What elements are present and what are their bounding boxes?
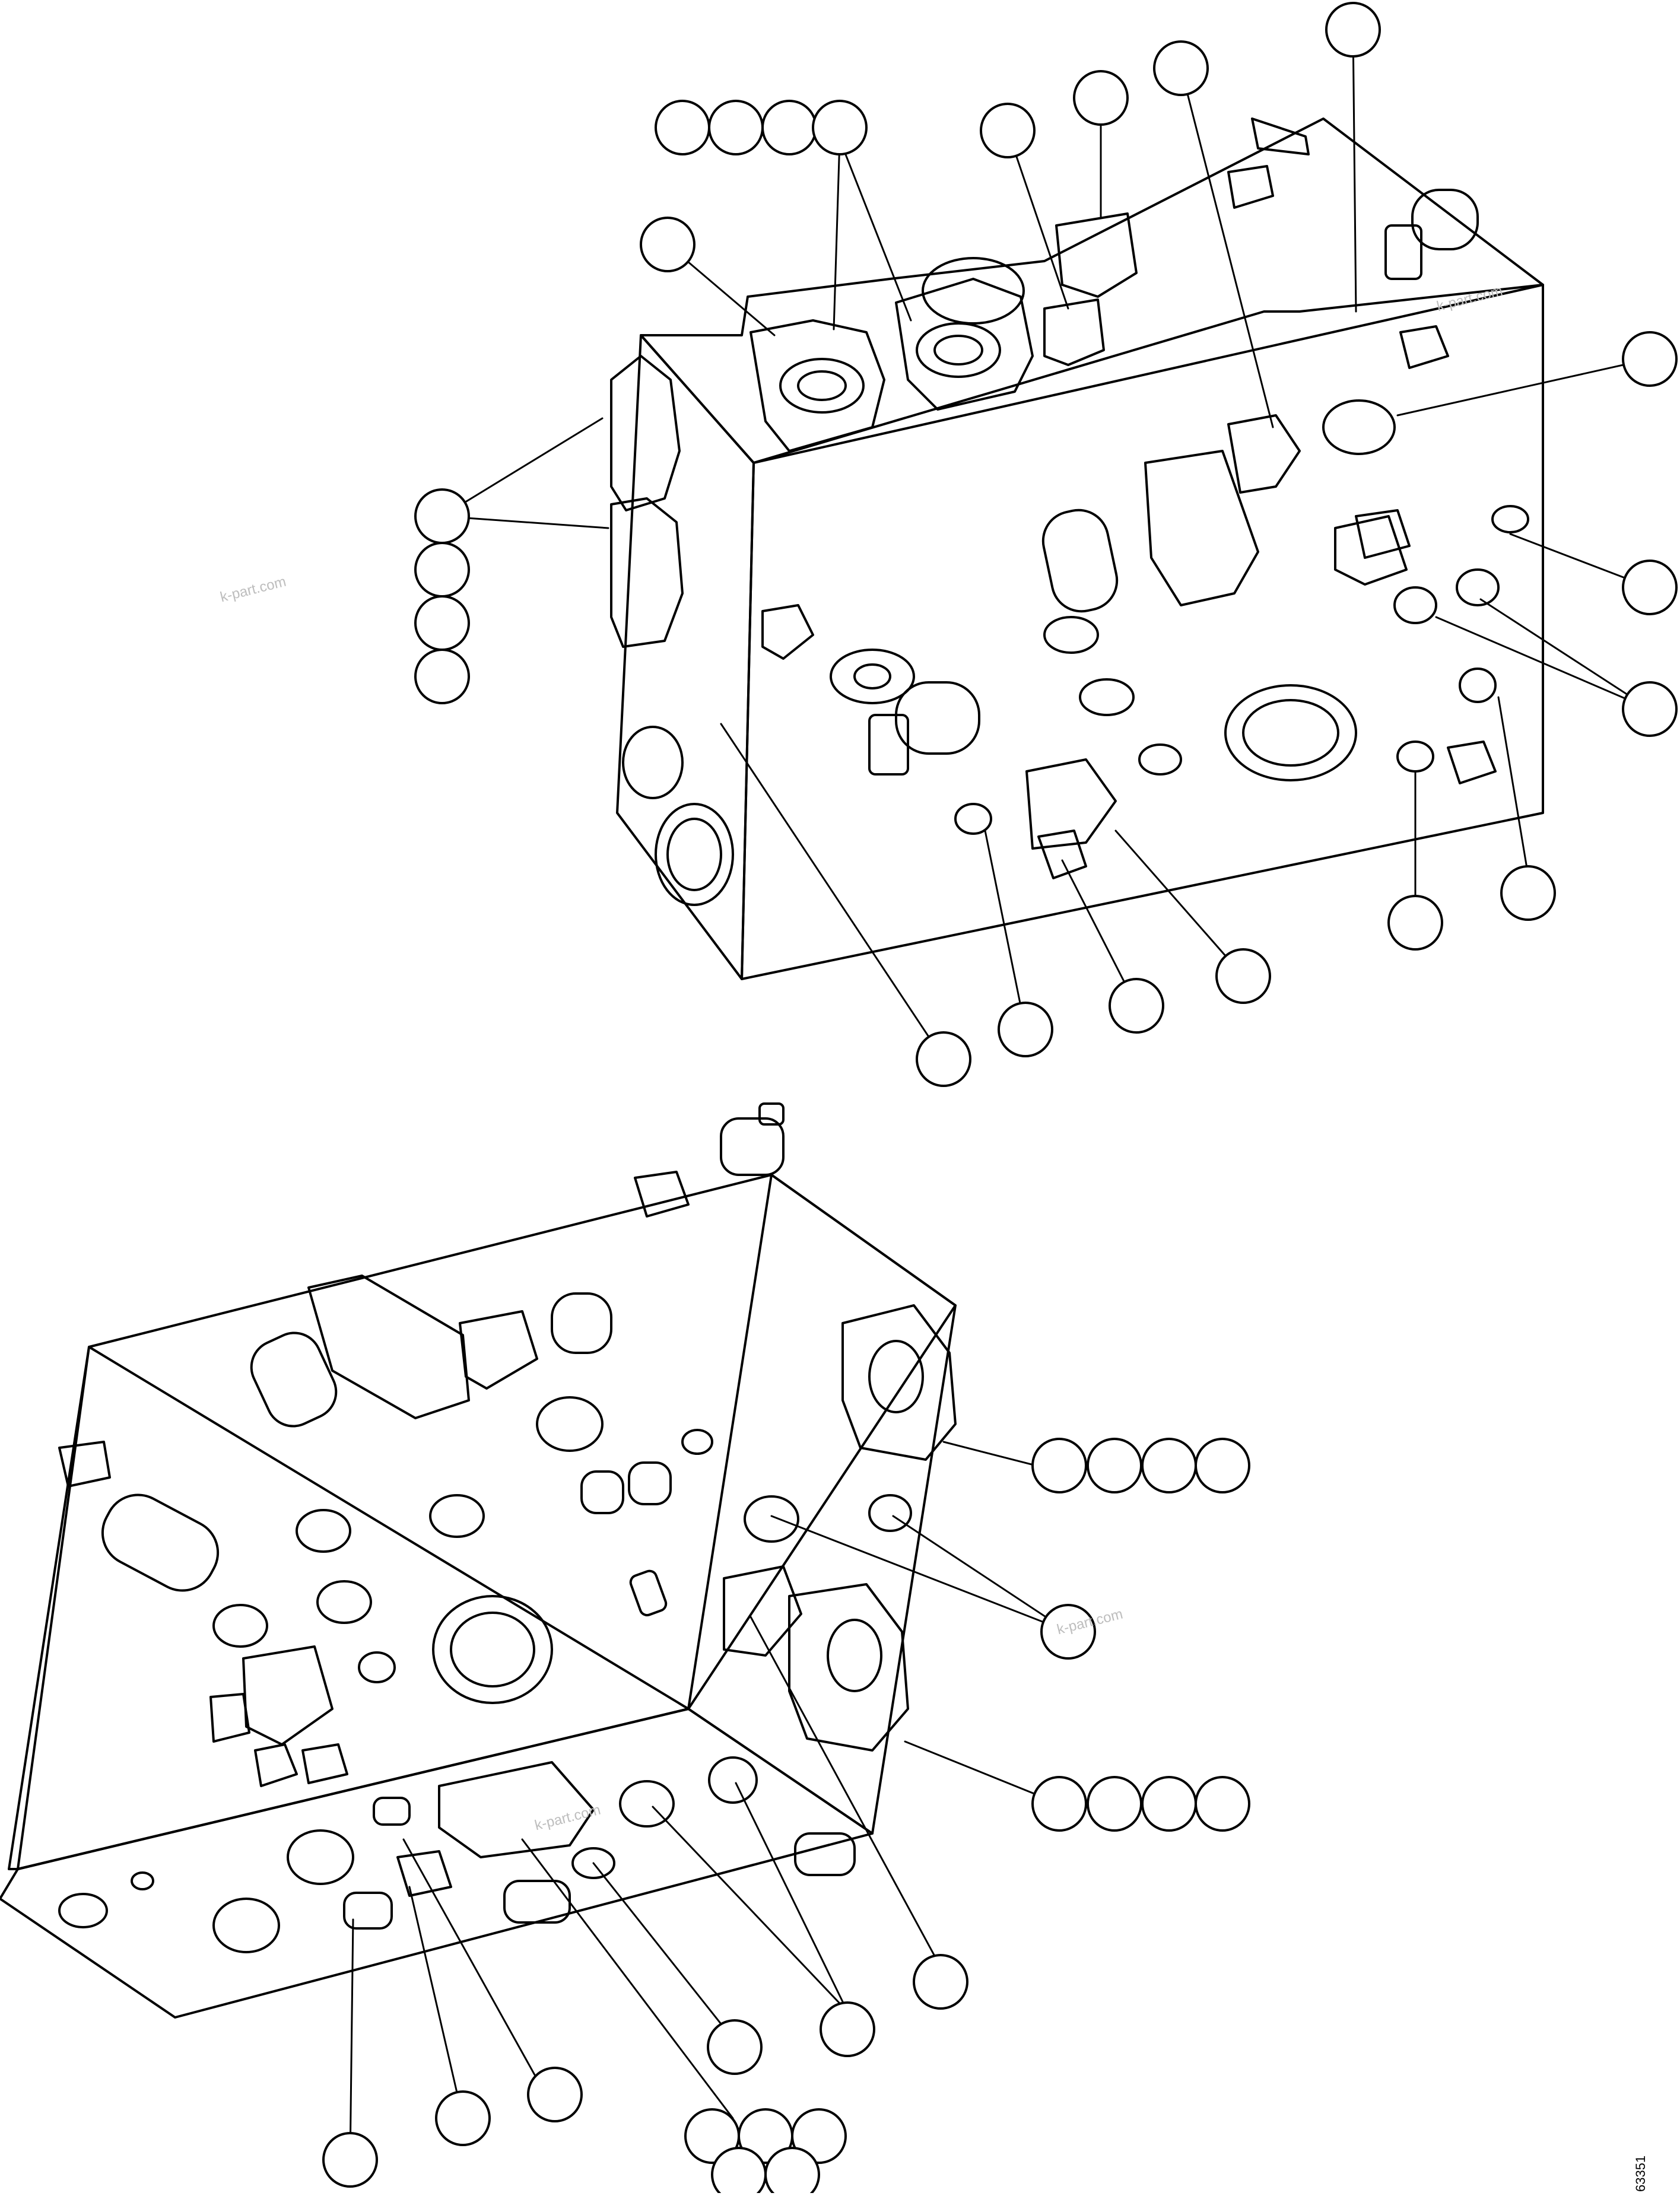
callout bbox=[980, 103, 1036, 158]
callout bbox=[998, 1002, 1053, 1057]
callout bbox=[1073, 70, 1129, 126]
callout bbox=[1141, 1438, 1197, 1493]
lower-valve-block bbox=[0, 1102, 957, 2019]
callout bbox=[1087, 1438, 1142, 1493]
lower-block-right-face bbox=[687, 1174, 957, 1835]
upper-leader-lines bbox=[441, 28, 1651, 1060]
callout bbox=[1622, 331, 1678, 387]
upper-top-port-a bbox=[779, 358, 865, 414]
lower-large-plug bbox=[432, 1595, 553, 1704]
lower-right-flange-b bbox=[788, 1583, 909, 1752]
callout bbox=[764, 2147, 820, 2196]
upper-valve-block bbox=[610, 117, 1544, 980]
callout bbox=[1215, 948, 1271, 1004]
callout bbox=[640, 217, 695, 272]
lower-solenoid bbox=[101, 1493, 220, 1592]
callout bbox=[1141, 1776, 1197, 1832]
callout bbox=[1153, 40, 1209, 96]
callout bbox=[414, 488, 470, 544]
lower-bottom-flange bbox=[438, 1761, 595, 1858]
callout bbox=[322, 2132, 378, 2188]
callout bbox=[707, 2019, 763, 2075]
lower-right-flange-a bbox=[841, 1304, 957, 1461]
upper-solenoid-front bbox=[895, 681, 980, 755]
callout bbox=[1031, 1438, 1087, 1493]
callout bbox=[708, 100, 764, 155]
upper-large-plug bbox=[1224, 684, 1357, 781]
lower-leader-lines bbox=[349, 1441, 1069, 2161]
callout bbox=[1040, 1604, 1096, 1660]
callout bbox=[414, 595, 470, 651]
figure-code: 63351 bbox=[1633, 2155, 1648, 2192]
upper-block-top-face bbox=[640, 117, 1544, 464]
callout bbox=[820, 2001, 875, 2057]
callout bbox=[1500, 865, 1556, 921]
callout bbox=[1195, 1776, 1250, 1832]
callout bbox=[1195, 1438, 1250, 1493]
upper-pressure-switch bbox=[1144, 450, 1259, 606]
callout bbox=[761, 100, 817, 155]
callout bbox=[655, 100, 710, 155]
callout bbox=[435, 2090, 491, 2146]
callout bbox=[414, 649, 470, 704]
callout bbox=[1622, 560, 1678, 615]
callout bbox=[527, 2067, 583, 2122]
upper-top-flange-a bbox=[750, 319, 885, 452]
lower-block-bottom-face bbox=[0, 1708, 874, 2019]
upper-top-flange-b bbox=[895, 278, 1034, 411]
callout bbox=[1387, 895, 1443, 951]
callout bbox=[812, 100, 868, 155]
callout-balloons bbox=[322, 2, 1678, 2196]
upper-left-flange bbox=[610, 355, 681, 511]
upper-block-side-face bbox=[616, 334, 755, 980]
callout bbox=[913, 1954, 968, 2010]
callout bbox=[414, 542, 470, 598]
lower-block-top-face bbox=[17, 1174, 957, 1870]
upper-top-cap bbox=[922, 257, 1025, 325]
callout bbox=[1031, 1776, 1087, 1832]
callout bbox=[916, 1031, 971, 1087]
callout bbox=[1087, 1776, 1142, 1832]
upper-left-flange-2 bbox=[610, 497, 684, 648]
callout bbox=[1325, 2, 1381, 58]
callout bbox=[711, 2147, 767, 2196]
upper-solenoid-top bbox=[1411, 189, 1479, 250]
callout bbox=[791, 2108, 847, 2164]
lower-pressure-switch bbox=[307, 1275, 470, 1419]
callout bbox=[1622, 681, 1678, 737]
callout bbox=[1109, 978, 1164, 1034]
